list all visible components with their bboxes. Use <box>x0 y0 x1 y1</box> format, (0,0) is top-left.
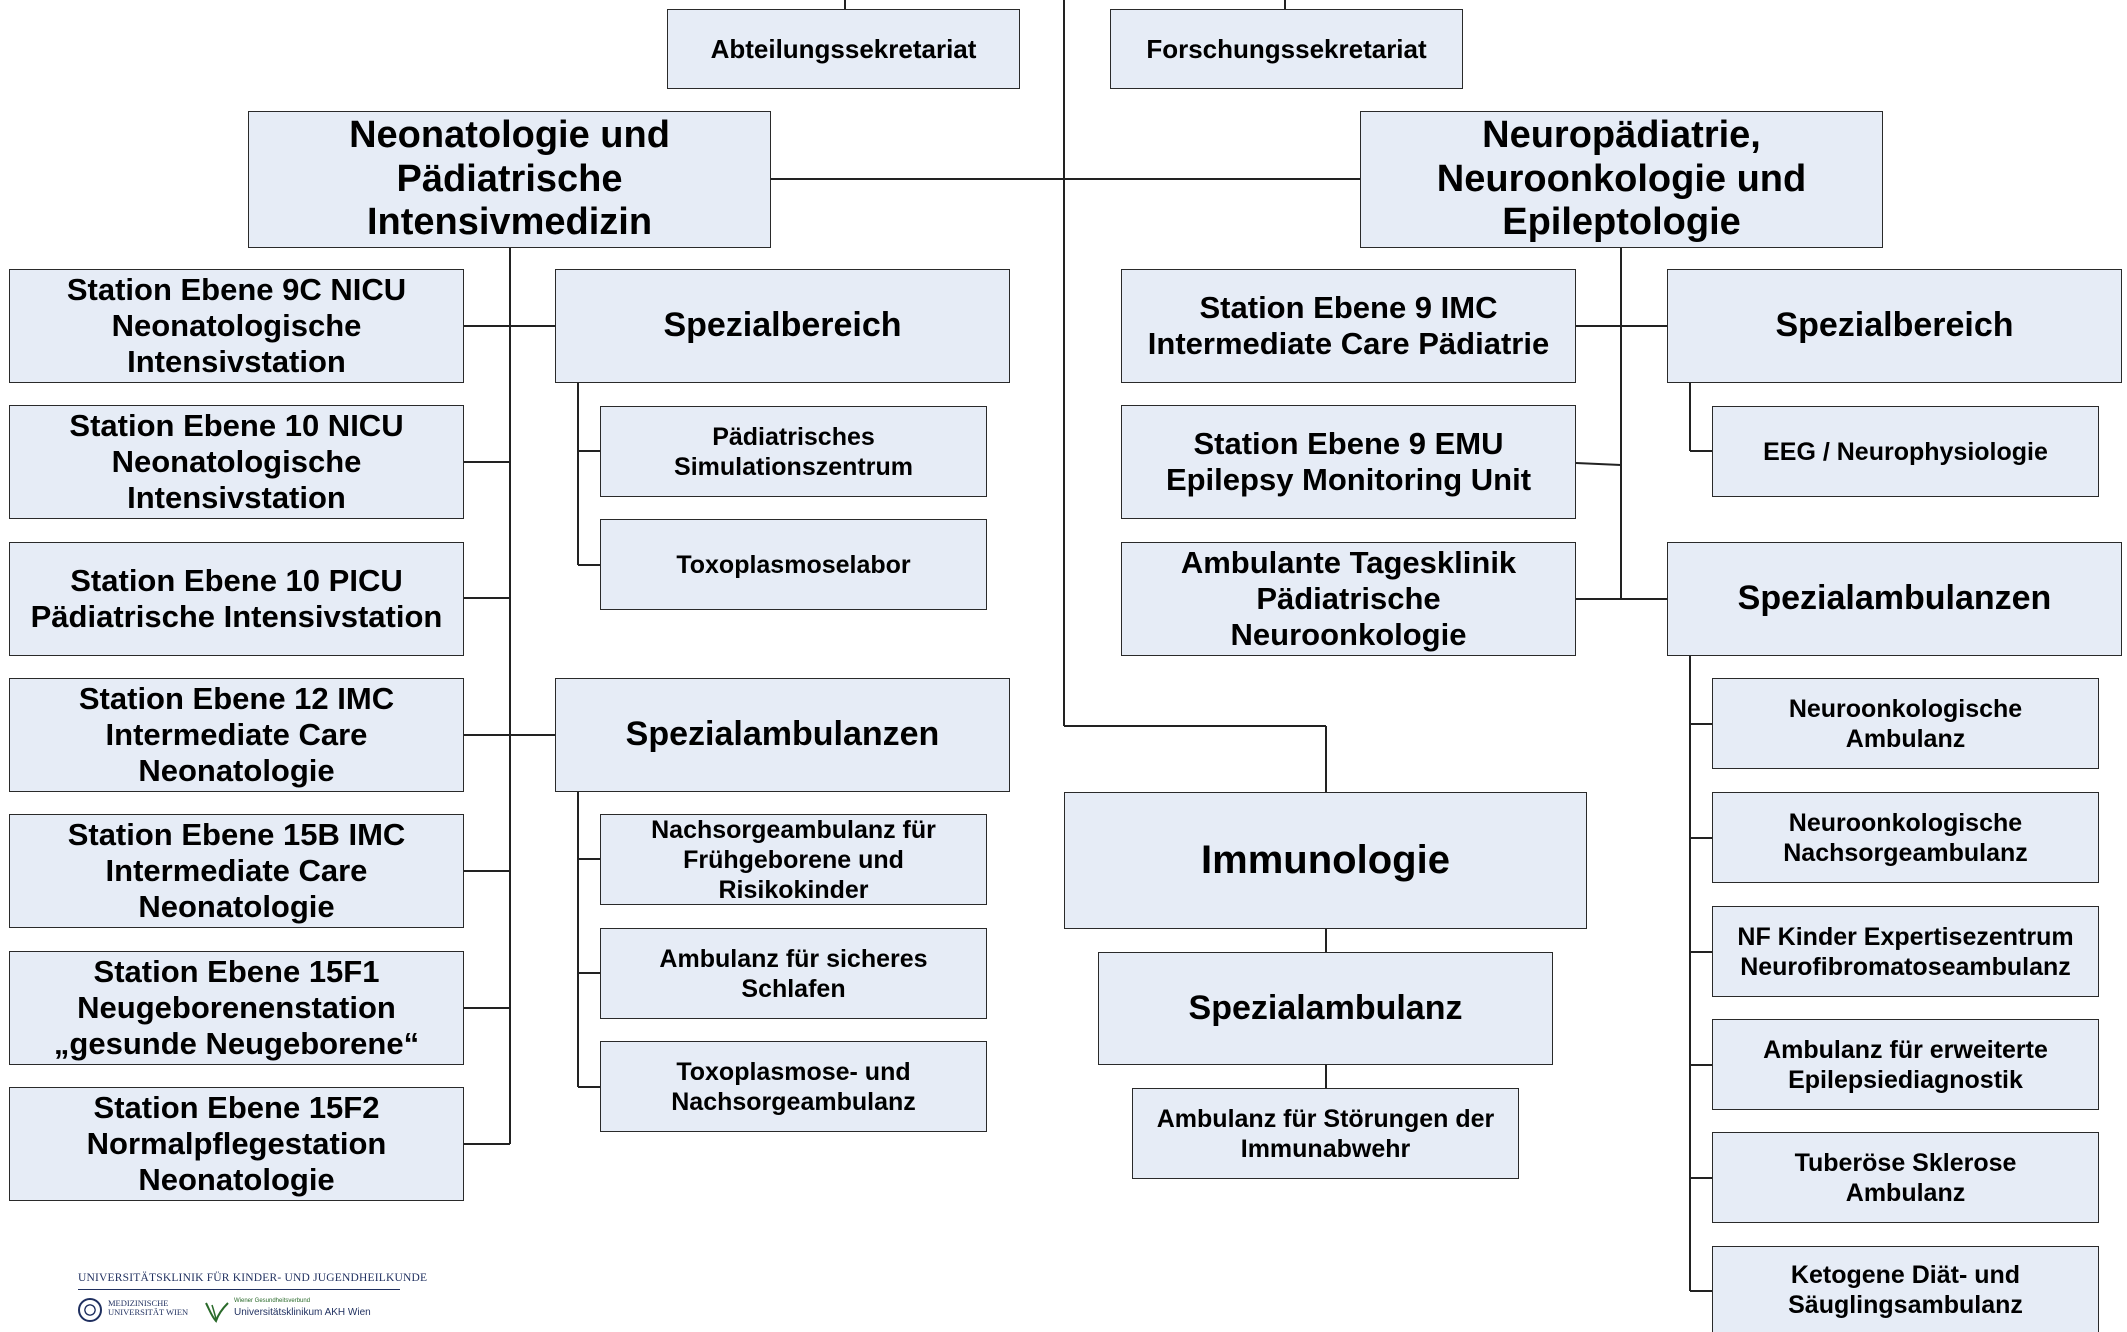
meduni-seal-icon <box>78 1298 102 1322</box>
station-10-nicu-box: Station Ebene 10 NICU Neonatologische In… <box>9 405 464 519</box>
toxoplasmose-nachsorge-box: Toxoplasmose- und Nachsorgeambulanz <box>600 1041 987 1132</box>
logo-verbund-text: Wiener Gesundheitsverbund <box>234 1298 311 1304</box>
immunologie-department-box: Immunologie <box>1064 792 1587 929</box>
neuro-spezialbereich-box: Spezialbereich <box>1667 269 2122 383</box>
station-12-imc-box: Station Ebene 12 IMC Intermediate Care N… <box>9 678 464 792</box>
station-9c-nicu-box: Station Ebene 9C NICU Neonatologische In… <box>9 269 464 383</box>
station-15f2-box: Station Ebene 15F2 Normalpflegestation N… <box>9 1087 464 1201</box>
gesundheitsverbund-leaf-icon <box>205 1302 229 1323</box>
abteilungssekretariat-box: Abteilungssekretariat <box>667 9 1020 89</box>
nf-kinder-box: NF Kinder Expertisezentrum Neurofibromat… <box>1712 906 2099 997</box>
station-15b-imc-box: Station Ebene 15B IMC Intermediate Care … <box>9 814 464 928</box>
logo-clinic-name: UNIVERSITÄTSKLINIK FÜR KINDER- UND JUGEN… <box>78 1272 428 1284</box>
nachsorgeambulanz-fruehgeborene-box: Nachsorgeambulanz für Frühgeborene und R… <box>600 814 987 905</box>
eeg-box: EEG / Neurophysiologie <box>1712 406 2099 497</box>
tuberoese-sklerose-box: Tuberöse Sklerose Ambulanz <box>1712 1132 2099 1223</box>
immuno-spezialambulanz-box: Spezialambulanz <box>1098 952 1553 1065</box>
immunabwehr-box: Ambulanz für Störungen der Immunabwehr <box>1132 1088 1519 1179</box>
logo-divider <box>78 1289 400 1290</box>
toxoplasmoselabor-box: Toxoplasmoselabor <box>600 519 987 610</box>
neuroonkologische-ambulanz-box: Neuroonkologische Ambulanz <box>1712 678 2099 769</box>
neuropaediatrie-department-box: Neuropädiatrie, Neuroonkologie und Epile… <box>1360 111 1883 248</box>
station-9-imc-box: Station Ebene 9 IMC Intermediate Care Pä… <box>1121 269 1576 383</box>
neuro-spezialambulanzen-box: Spezialambulanzen <box>1667 542 2122 656</box>
station-15f1-box: Station Ebene 15F1 Neugeborenenstation „… <box>9 951 464 1065</box>
ketogene-diaet-box: Ketogene Diät- und Säuglingsambulanz <box>1712 1246 2099 1332</box>
forschungssekretariat-box: Forschungssekretariat <box>1110 9 1463 89</box>
station-9-emu-box: Station Ebene 9 EMU Epilepsy Monitoring … <box>1121 405 1576 519</box>
logo-meduni-text: MEDIZINISCHE UNIVERSITÄT WIEN <box>108 1298 189 1318</box>
ambulanz-sicheres-schlafen-box: Ambulanz für sicheres Schlafen <box>600 928 987 1019</box>
station-10-picu-box: Station Ebene 10 PICU Pädiatrische Inten… <box>9 542 464 656</box>
epilepsiediagnostik-box: Ambulanz für erweiterte Epilepsiediagnos… <box>1712 1019 2099 1110</box>
neo-spezialambulanzen-box: Spezialambulanzen <box>555 678 1010 792</box>
neuroonkologische-nachsorge-box: Neuroonkologische Nachsorgeambulanz <box>1712 792 2099 883</box>
neo-spezialbereich-box: Spezialbereich <box>555 269 1010 383</box>
neonatologie-department-box: Neonatologie und Pädiatrische Intensivme… <box>248 111 771 248</box>
clinic-logo: UNIVERSITÄTSKLINIK FÜR KINDER- UND JUGEN… <box>78 1272 427 1328</box>
simulationszentrum-box: Pädiatrisches Simulationszentrum <box>600 406 987 497</box>
logo-akh-text: Universitätsklinikum AKH Wien <box>234 1307 371 1318</box>
tagesklinik-box: Ambulante Tagesklinik Pädiatrische Neuro… <box>1121 542 1576 656</box>
